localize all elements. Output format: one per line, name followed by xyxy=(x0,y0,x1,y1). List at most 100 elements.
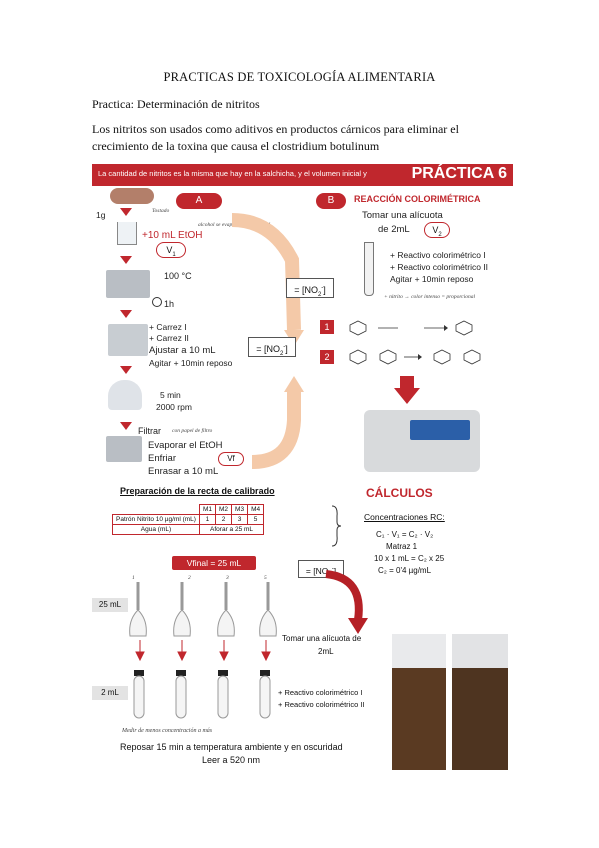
curved-red-arrow-icon xyxy=(325,570,368,634)
centrifuge-rpm: 2000 rpm xyxy=(156,402,192,412)
carrez2-label: + Carrez II xyxy=(149,333,189,343)
intro-paragraph: Los nitritos son usados como aditivos en… xyxy=(92,122,459,153)
practice-figure-1: La cantidad de nitritos es la misma que … xyxy=(92,164,513,484)
read-instruction: Leer a 520 nm xyxy=(202,755,261,765)
vol-2-label: 2 mL xyxy=(92,686,128,700)
agitate-b-label: Agitar + 10min reposo xyxy=(390,274,474,284)
note-nitrite: + nitrito → color intenso = proporcional xyxy=(384,294,476,300)
table-cell: 3 xyxy=(231,514,249,525)
no2-sub: 2 xyxy=(279,350,284,357)
no2-sup: - xyxy=(321,285,324,291)
agitate-label: Agitar + 10min reposo xyxy=(149,358,233,368)
equation-2: Matraz 1 xyxy=(386,542,418,551)
beaker-icon xyxy=(117,222,137,245)
reagent-bottle-photo-1 xyxy=(392,634,446,770)
table-row-label: Agua (mL) xyxy=(112,524,200,535)
equation-3: 10 x 1 mL = C₂ x 25 xyxy=(374,554,445,563)
calculations-title: CÁLCULOS xyxy=(366,486,433,500)
table-header-cell: M2 xyxy=(214,504,233,515)
aliquot-line-b: 2mL xyxy=(318,647,334,656)
test-tube-icon xyxy=(217,670,229,719)
v1-sub: 1 xyxy=(172,251,176,258)
sausage-image xyxy=(110,188,154,204)
section-a-label: A xyxy=(176,193,222,209)
flask-label-3: 3 xyxy=(226,575,229,581)
test-tube-icon xyxy=(259,670,271,719)
calibration-table: M1 M2 M3 M4 Patrón Nitrito 10 µg/ml (mL)… xyxy=(112,504,265,535)
spectrophotometer-screen xyxy=(410,420,470,440)
reaction-title: REACCIÓN COLORIMÉTRICA xyxy=(354,194,481,204)
reaction-1-scheme xyxy=(349,320,473,336)
flask-icon xyxy=(217,582,235,637)
brace-icon xyxy=(331,505,342,547)
reagent-bottle-photo-2 xyxy=(452,634,508,770)
heating-plate-image xyxy=(106,270,150,298)
step-arrow-icon xyxy=(120,256,132,264)
vol-25-label: 25 mL xyxy=(92,598,128,612)
test-tube-icon xyxy=(175,670,187,719)
flask-icon xyxy=(259,582,277,637)
calibration-title: Preparación de la recta de calibrado xyxy=(120,486,275,496)
reagent2-label-b: + Reactivo colorimétrico II xyxy=(278,700,365,709)
table-row: Patrón Nitrito 10 µg/ml (mL) 1 2 3 5 xyxy=(112,514,265,525)
flow-arrows xyxy=(231,213,304,469)
centrifuge-time: 5 min xyxy=(160,390,181,400)
evaporate-label: Evaporar el EtOH xyxy=(148,440,223,451)
cool-label: Enfriar xyxy=(148,453,176,464)
table-header-cell: M1 xyxy=(198,504,217,515)
reagent1-label-b: + Reactivo colorimétrico I xyxy=(278,688,363,697)
reaction-2-scheme xyxy=(349,349,481,365)
down-arrows xyxy=(135,640,271,662)
no2-close: ] xyxy=(285,344,288,354)
banner-text: La cantidad de nitritos es la misma que … xyxy=(98,169,367,178)
figure-banner xyxy=(92,164,513,186)
table-header-cell: M3 xyxy=(231,504,249,515)
reagent1-label: + Reactivo colorimétrico I xyxy=(390,250,486,260)
volumetric-flasks xyxy=(129,582,277,637)
v1-text: V xyxy=(166,245,173,255)
vfinal-badge: Vfinal = 25 mL xyxy=(172,556,256,570)
no2-text: = [NO xyxy=(294,285,318,295)
no2-close: ] xyxy=(323,285,326,295)
evaporator-image xyxy=(106,436,142,462)
table-header-cell: M4 xyxy=(247,504,265,515)
temperature-label: 100 °C xyxy=(164,271,192,281)
aliquot-line2: de 2mL xyxy=(378,224,410,235)
no2-sup: - xyxy=(331,566,334,572)
add-etoh-label: +10 mL EtOH xyxy=(142,230,203,241)
handnote-concentration: Medir de menos concentración a más xyxy=(122,728,213,734)
table-header-row: M1 M2 M3 M4 xyxy=(113,504,265,515)
no2-text: = [NO xyxy=(305,565,329,576)
step-arrow-icon xyxy=(120,310,132,318)
table-cell: 2 xyxy=(214,514,233,525)
step-arrow-icon xyxy=(120,366,132,374)
table-cell: Aforar a 25 mL xyxy=(198,524,265,535)
curve-arrow-top xyxy=(231,213,301,331)
document-title: PRACTICAS DE TOXICOLOGÍA ALIMENTARIA xyxy=(163,70,436,84)
v2-sub: 2 xyxy=(438,231,442,238)
no2-close: ] xyxy=(333,565,337,576)
test-tube-icon xyxy=(364,242,374,296)
aliquot-line1: Tomar una alícuota xyxy=(362,210,443,221)
test-tubes xyxy=(133,670,271,719)
carrez-image xyxy=(108,324,148,356)
reaction-number-1: 1 xyxy=(320,320,334,334)
clock-icon xyxy=(152,297,162,307)
v2-badge: V2 xyxy=(424,222,450,238)
table-cell: 1 xyxy=(198,514,217,525)
note-sausage: Tostado xyxy=(152,208,170,214)
v1-badge: V1 xyxy=(156,242,186,258)
concentrations-title: Concentraciones RC: xyxy=(364,512,445,522)
aliquot-line-a: Tomar una alícuota de xyxy=(282,634,362,643)
big-down-arrow-icon xyxy=(394,376,420,404)
practice-figure-2: Preparación de la recta de calibrado CÁL… xyxy=(92,484,512,774)
no2-sub: 2 xyxy=(317,291,322,298)
table-header-cell xyxy=(113,505,200,515)
flask-label-2: 2 xyxy=(188,575,191,581)
flush-label: Enrasar a 10 mL xyxy=(148,466,219,477)
table-cell: 5 xyxy=(247,514,265,525)
weight-label: 1g xyxy=(96,210,106,220)
equation-4: C₂ = 0'4 µg/mL xyxy=(378,566,432,575)
step-arrow-icon xyxy=(120,208,132,216)
step-arrow-icon xyxy=(120,422,132,430)
